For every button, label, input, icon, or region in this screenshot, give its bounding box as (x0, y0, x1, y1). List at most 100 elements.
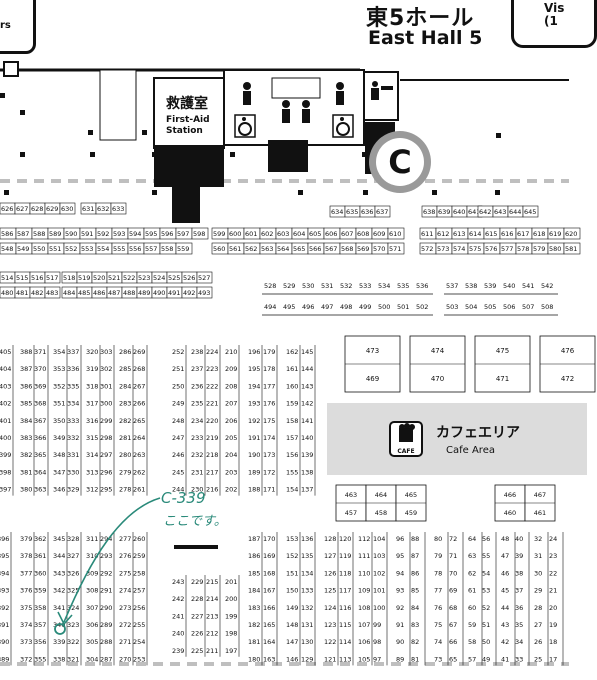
booth-175: 175 (263, 417, 275, 425)
booth-341: 341 (53, 604, 65, 612)
booth-383: 383 (20, 434, 32, 442)
booth-116: 116 (339, 604, 351, 612)
booth-172: 172 (263, 468, 275, 476)
booth-181: 181 (248, 638, 260, 646)
booth-201: 201 (225, 578, 237, 586)
booth-532: 532 (340, 282, 352, 290)
booth-114: 114 (339, 638, 351, 646)
booth-525: 525 (168, 274, 180, 282)
booth-147: 147 (286, 638, 298, 646)
first-aid-label-en2: Station (166, 126, 203, 136)
booth-492: 492 (183, 289, 195, 297)
booth-375: 375 (20, 604, 32, 612)
booth-118: 118 (339, 569, 351, 577)
booth-216: 216 (206, 486, 218, 494)
booth-163: 163 (263, 655, 275, 663)
booth-184: 184 (248, 587, 260, 595)
column-marker (432, 190, 437, 195)
booth-169: 169 (263, 552, 275, 560)
booth-162: 162 (286, 348, 298, 356)
booth-59: 59 (468, 621, 476, 629)
booth-538: 538 (465, 282, 477, 290)
booth-272: 272 (119, 621, 131, 629)
booth-527: 527 (198, 274, 210, 282)
booth-73: 73 (434, 655, 442, 663)
booth-282: 282 (119, 417, 131, 425)
column-marker (0, 93, 5, 98)
booth-489: 489 (138, 289, 150, 297)
booth-571: 571 (389, 245, 401, 253)
booth-195: 195 (248, 365, 260, 373)
booth-cell (563, 242, 581, 255)
booth-636: 636 (361, 208, 373, 216)
booth-496: 496 (302, 303, 314, 311)
booth-26: 26 (534, 638, 542, 646)
booth-107: 107 (358, 621, 370, 629)
column-marker (296, 152, 301, 157)
booth-265: 265 (133, 417, 145, 425)
booth-276: 276 (119, 552, 131, 560)
male-restroom-icon (336, 82, 344, 105)
booth-48: 48 (501, 535, 509, 543)
booth-561: 561 (229, 245, 241, 253)
booth-95: 95 (396, 552, 404, 560)
booth-248: 248 (172, 417, 184, 425)
booth-361: 361 (34, 552, 46, 560)
booth-475: 475 (496, 347, 509, 355)
booth-311: 311 (86, 535, 98, 543)
booth-599: 599 (213, 230, 225, 238)
booth-464: 464 (375, 491, 387, 499)
booth-338: 338 (53, 655, 65, 663)
booth-126: 126 (324, 569, 336, 577)
booth-128: 128 (324, 535, 336, 543)
booth-396: 396 (0, 535, 9, 543)
booth-232: 232 (191, 451, 203, 459)
booth-86: 86 (411, 569, 419, 577)
booth-173: 173 (263, 451, 275, 459)
booth-553: 553 (81, 245, 93, 253)
booth-387: 387 (20, 365, 32, 373)
booth-500: 500 (378, 303, 390, 311)
booth-589: 589 (49, 230, 61, 238)
booth-223: 223 (206, 365, 218, 373)
booth-103: 103 (373, 552, 385, 560)
booth-112: 112 (358, 535, 370, 543)
booth-91: 91 (396, 621, 404, 629)
booth-312: 312 (86, 486, 98, 494)
column-marker (298, 190, 303, 195)
booth-350: 350 (53, 417, 65, 425)
booth-97: 97 (373, 655, 381, 663)
booth-323: 323 (67, 621, 79, 629)
booth-65: 65 (449, 655, 457, 663)
booth-206: 206 (225, 417, 237, 425)
booth-187: 187 (248, 535, 260, 543)
booth-404: 404 (0, 365, 11, 373)
booth-588: 588 (33, 230, 45, 238)
booth-533: 533 (359, 282, 371, 290)
booth-535: 535 (397, 282, 409, 290)
booth-75: 75 (434, 621, 442, 629)
corner-sign-text: rs (0, 20, 11, 31)
booth-257: 257 (133, 587, 145, 595)
booth-85: 85 (411, 587, 419, 595)
booth-638: 638 (423, 208, 435, 216)
booth-640: 640 (453, 208, 465, 216)
booth-280: 280 (119, 451, 131, 459)
booth-237: 237 (191, 365, 203, 373)
booth-645: 645 (524, 208, 536, 216)
booth-137: 137 (301, 486, 313, 494)
booth-153: 153 (286, 535, 298, 543)
booth-287: 287 (100, 655, 112, 663)
booth-179: 179 (263, 348, 275, 356)
booth-142: 142 (301, 400, 313, 408)
booth-490: 490 (153, 289, 165, 297)
booth-81: 81 (411, 655, 419, 663)
booth-cell (59, 202, 76, 215)
booth-575: 575 (469, 245, 481, 253)
booth-87: 87 (411, 552, 419, 560)
booth-115: 115 (339, 621, 351, 629)
booth-480: 480 (1, 289, 13, 297)
booth-66: 66 (449, 638, 457, 646)
column-marker (90, 152, 95, 157)
booth-233: 233 (191, 434, 203, 442)
